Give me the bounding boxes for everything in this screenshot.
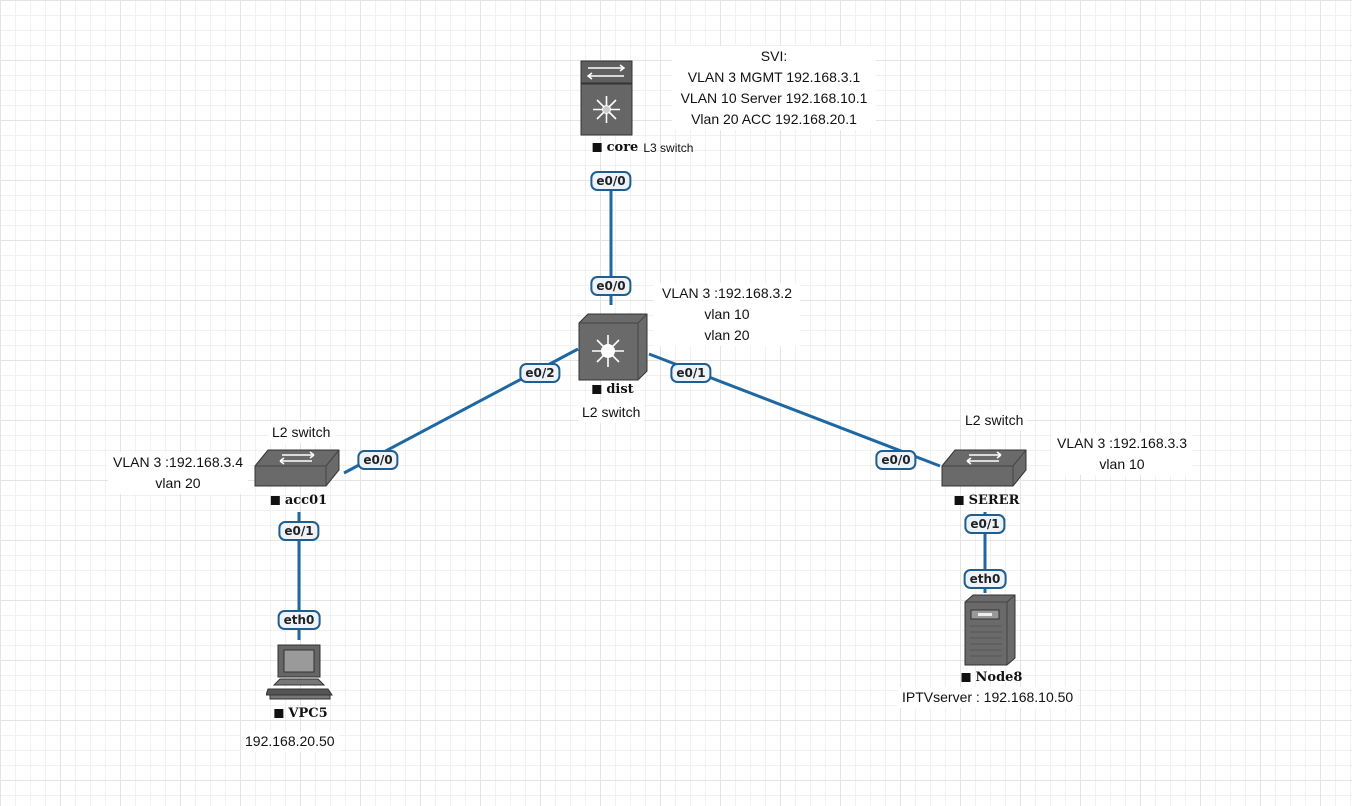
vpc5-ip-label: 192.168.20.50 xyxy=(241,731,339,752)
node-square-icon xyxy=(954,496,964,505)
port-vpc5-eth0[interactable]: eth0 xyxy=(277,610,321,630)
serer-type-label: L2 switch xyxy=(961,410,1028,431)
vpc5-pc-icon[interactable] xyxy=(265,643,334,701)
port-serer-e0-0[interactable]: e0/0 xyxy=(875,450,917,470)
serer-switch-icon[interactable] xyxy=(941,449,1027,487)
core-type-label: L3 switch xyxy=(643,140,694,155)
dist-node-name: dist xyxy=(606,382,634,397)
core-svi-line-1: SVI: xyxy=(760,48,788,64)
serer-note-line-2: vlan 10 xyxy=(1099,456,1145,472)
port-dist-e0-0[interactable]: e0/0 xyxy=(590,276,632,296)
core-node-label[interactable]: core L3 switch xyxy=(592,140,694,155)
port-core-e0-0[interactable]: e0/0 xyxy=(590,171,632,191)
dist-note-line-3: vlan 20 xyxy=(704,327,750,343)
dist-note-line-2: vlan 10 xyxy=(704,306,750,322)
node8-server-icon[interactable] xyxy=(964,594,1016,666)
acc01-note-line-1: VLAN 3 :192.168.3.4 xyxy=(113,454,243,470)
port-dist-e0-1[interactable]: e0/1 xyxy=(670,363,712,383)
dist-node-label[interactable]: dist xyxy=(592,382,634,397)
serer-node-name: SERER xyxy=(968,493,1020,508)
core-svi-line-3: VLAN 10 Server 192.168.10.1 xyxy=(680,90,868,106)
vpc5-node-label[interactable]: VPC5 xyxy=(274,706,328,721)
acc01-switch-icon[interactable] xyxy=(254,449,340,487)
core-l3-switch-icon[interactable] xyxy=(580,60,633,136)
core-svi-line-2: VLAN 3 MGMT 192.168.3.1 xyxy=(687,69,861,85)
core-node-name: core xyxy=(606,140,639,155)
node-square-icon xyxy=(274,709,284,718)
core-svi-line-4: Vlan 20 ACC 192.168.20.1 xyxy=(691,111,857,127)
port-acc01-e0-1[interactable]: e0/1 xyxy=(278,521,320,541)
acc01-node-label[interactable]: acc01 xyxy=(270,493,328,508)
dist-type-label: L2 switch xyxy=(578,402,645,423)
node8-note: IPTVserver : 192.168.10.50 xyxy=(898,687,1078,708)
acc01-node-name: acc01 xyxy=(284,493,328,508)
acc01-type-label: L2 switch xyxy=(268,422,335,443)
dist-note-line-1: VLAN 3 :192.168.3.2 xyxy=(662,285,792,301)
dist-switch-icon[interactable] xyxy=(578,313,648,381)
vpc5-node-name: VPC5 xyxy=(288,706,328,721)
core-svi-note: SVI: VLAN 3 MGMT 192.168.3.1 VLAN 10 Ser… xyxy=(672,46,876,130)
node-square-icon xyxy=(270,496,280,505)
dist-note: VLAN 3 :192.168.3.2 vlan 10 vlan 20 xyxy=(654,283,800,346)
port-dist-e0-2[interactable]: e0/2 xyxy=(519,363,561,383)
node-square-icon xyxy=(592,385,602,394)
port-acc01-e0-0[interactable]: e0/0 xyxy=(357,450,399,470)
port-serer-e0-1[interactable]: e0/1 xyxy=(964,514,1006,534)
node8-node-name: Node8 xyxy=(975,670,1023,685)
node-square-icon xyxy=(961,673,971,682)
node8-node-label[interactable]: Node8 xyxy=(961,670,1023,685)
serer-node-label[interactable]: SERER xyxy=(954,493,1020,508)
node-square-icon xyxy=(592,143,602,152)
acc01-note: VLAN 3 :192.168.3.4 vlan 20 xyxy=(108,452,248,494)
serer-note-line-1: VLAN 3 :192.168.3.3 xyxy=(1057,435,1187,451)
serer-note: VLAN 3 :192.168.3.3 vlan 10 xyxy=(1052,433,1192,475)
port-node8-eth0[interactable]: eth0 xyxy=(963,569,1007,589)
acc01-note-line-2: vlan 20 xyxy=(155,475,201,491)
